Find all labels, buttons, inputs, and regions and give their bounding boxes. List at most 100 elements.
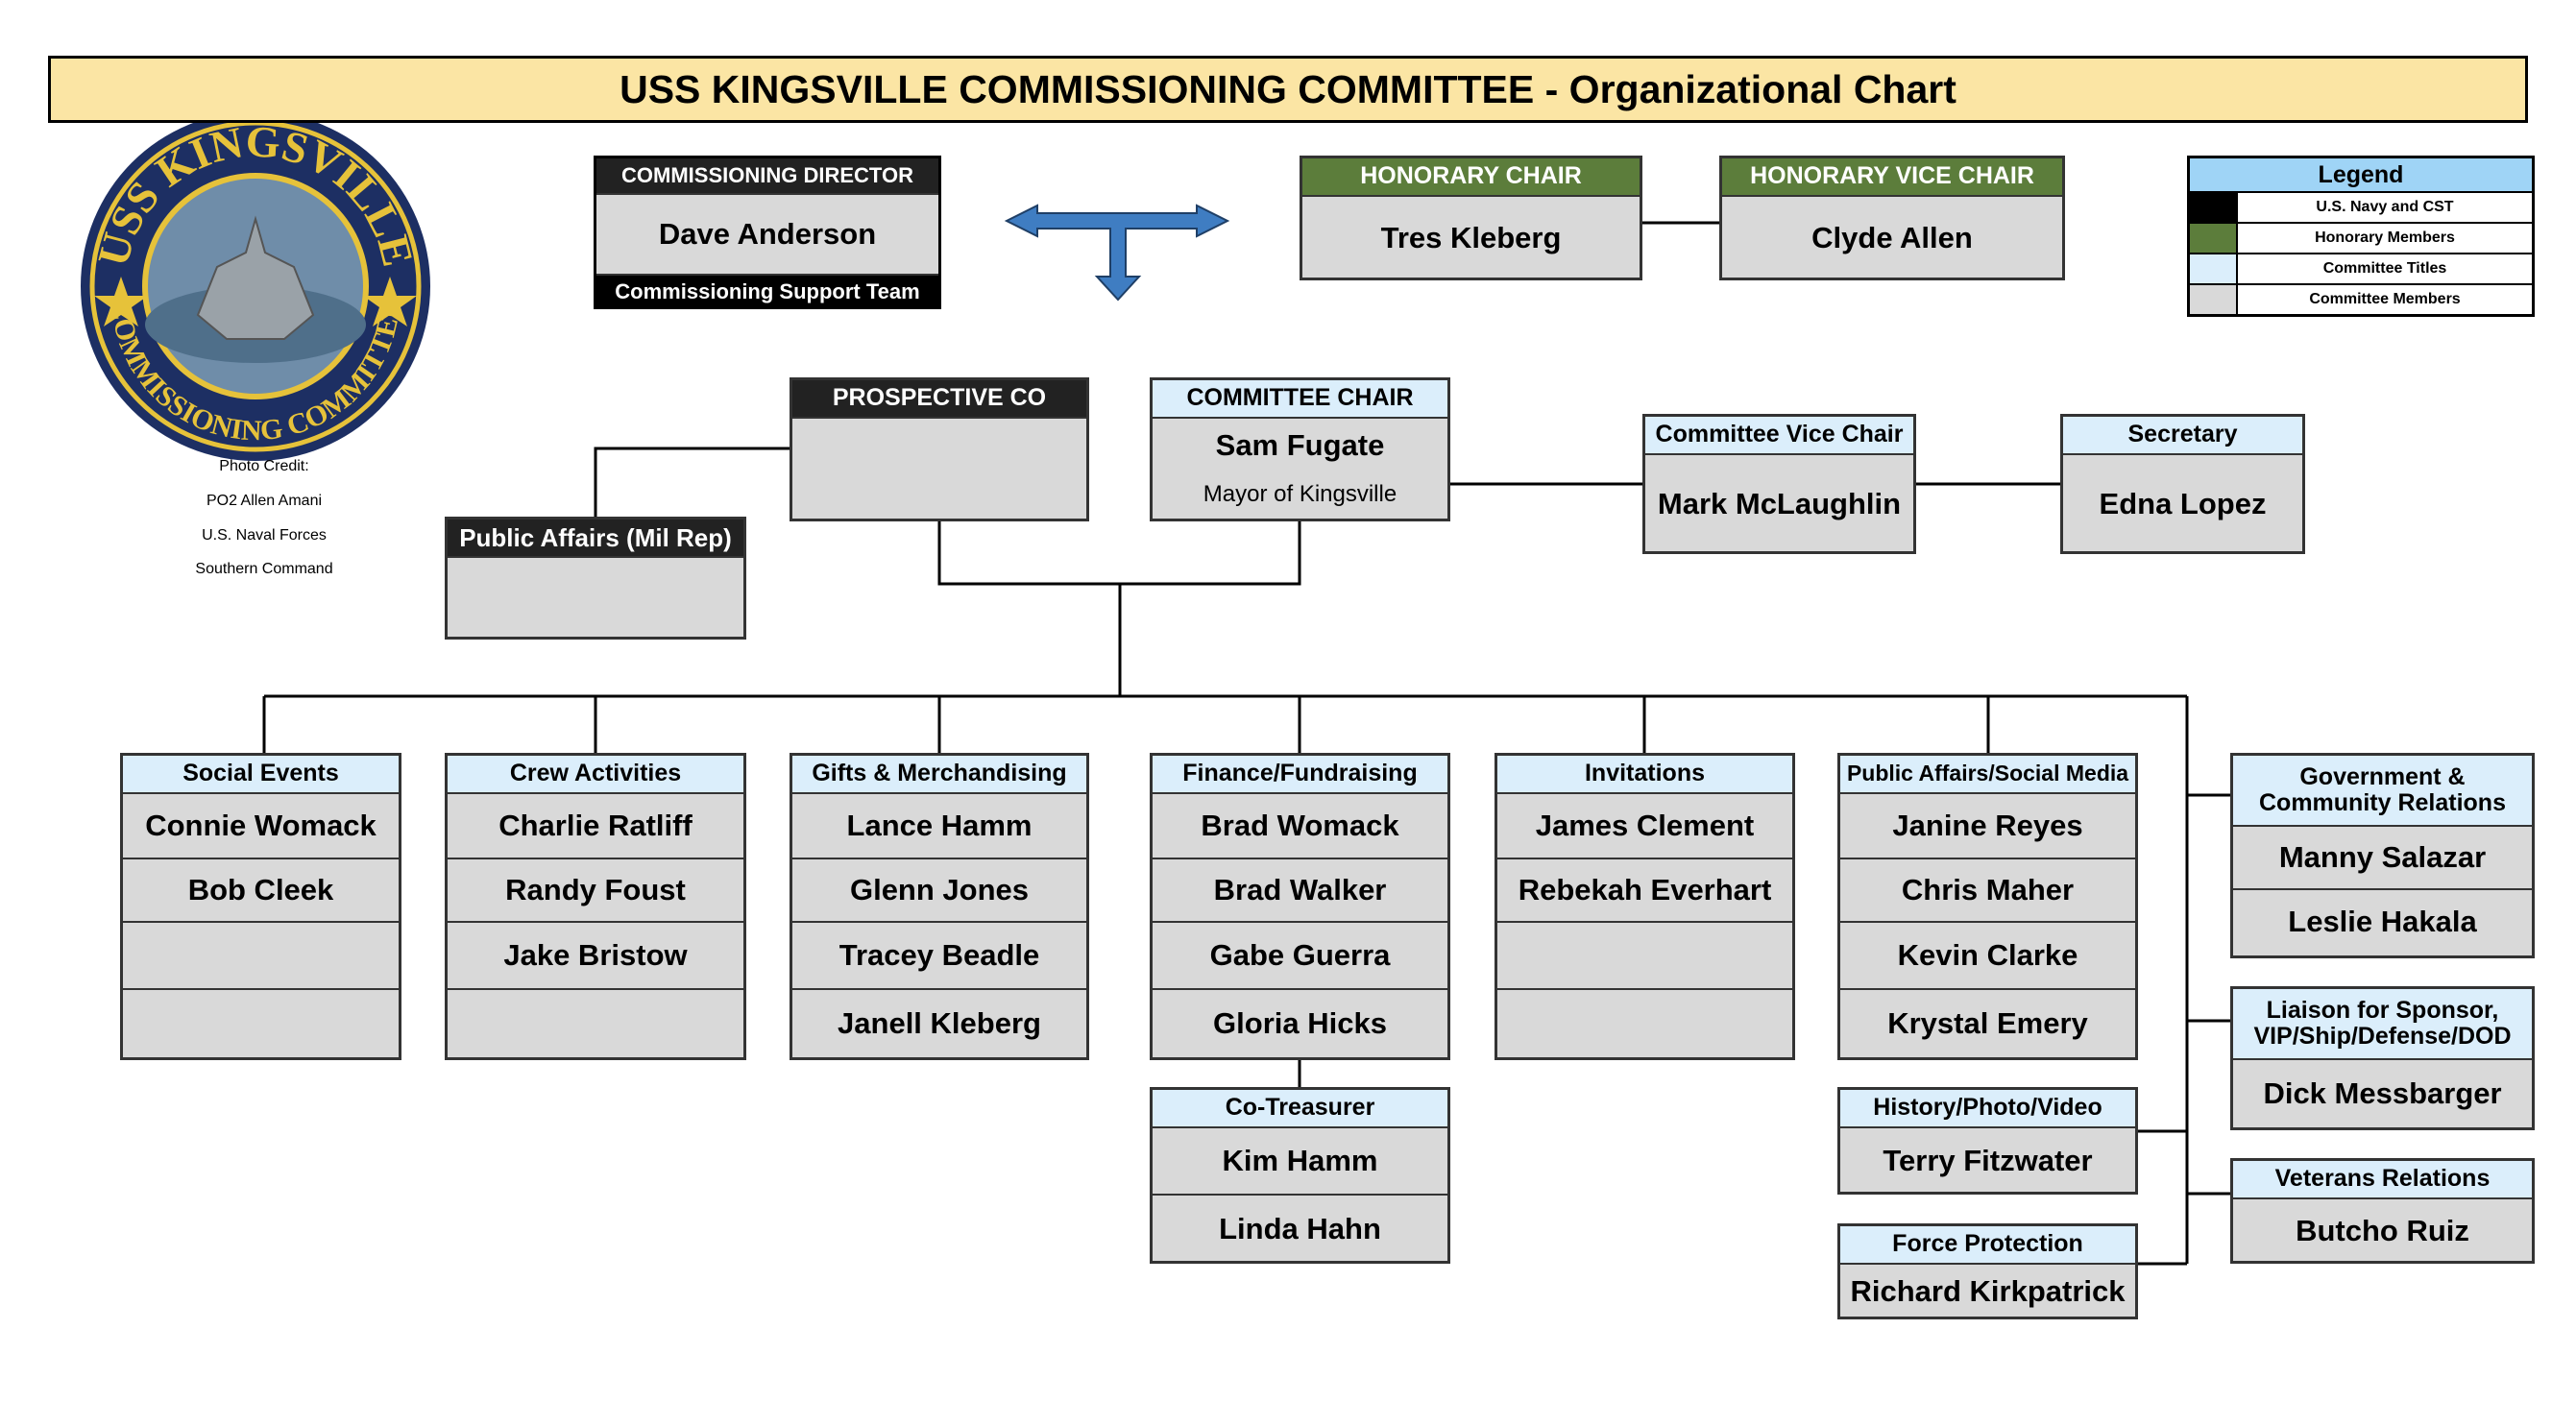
member-name: Dick Messbarger: [2263, 1076, 2502, 1110]
t-arrow-icon: [1004, 204, 1230, 302]
member-name: Richard Kirkpatrick: [1850, 1274, 2126, 1308]
member-name: [448, 990, 743, 1057]
commissioning-director-box: COMMISSIONING DIRECTOR Dave Anderson Com…: [594, 156, 941, 309]
box-title-line: Liaison for Sponsor,: [2266, 996, 2499, 1024]
member-name: Rebekah Everhart: [1497, 859, 1792, 923]
legend-label: U.S. Navy and CST: [2316, 199, 2454, 215]
box-title: Veterans Relations: [2233, 1161, 2532, 1199]
member-name: Lance Hamm: [792, 794, 1086, 859]
committee-box-invitations: Invitations James Clement Rebekah Everha…: [1495, 753, 1795, 1060]
legend-item: Committee Titles: [2190, 254, 2532, 285]
member-name: Brad Womack: [1153, 794, 1447, 859]
box-title: Committee Vice Chair: [1645, 417, 1913, 455]
committee-box-public-affairs-social: Public Affairs/Social Media Janine Reyes…: [1837, 753, 2138, 1060]
photo-credit-line: Photo Credit:: [219, 458, 309, 474]
committee-box-social-events: Social Events Connie Womack Bob Cleek: [120, 753, 401, 1060]
member-name: [123, 990, 399, 1057]
member-name: Gabe Guerra: [1153, 923, 1447, 990]
box-title: Force Protection: [1840, 1226, 2135, 1265]
member-name: Terry Fitzwater: [1883, 1144, 2093, 1177]
member-name: Janell Kleberg: [838, 1006, 1041, 1040]
legend-item: Honorary Members: [2190, 224, 2532, 254]
member-name: Kevin Clarke: [1840, 923, 2135, 990]
page-title: USS KINGSVILLE COMMISSIONING COMMITTEE -…: [48, 56, 2528, 123]
box-title: HONORARY CHAIR: [1302, 158, 1640, 197]
government-relations-box: Government & Community Relations Manny S…: [2230, 753, 2535, 958]
member-name: Edna Lopez: [2099, 487, 2267, 520]
logo-seal: USS KINGSVILLE COMMISSIONING COMMITTEE: [81, 111, 430, 461]
box-title: Secretary: [2063, 417, 2302, 455]
honorary-chair-box: HONORARY CHAIR Tres Kleberg: [1300, 156, 1642, 280]
legend-item: Committee Members: [2190, 285, 2532, 314]
box-title: Social Events: [123, 756, 399, 794]
member-name: Linda Hahn: [1219, 1212, 1381, 1245]
legend-swatch: [2190, 193, 2238, 222]
co-treasurer-box: Co-Treasurer Kim Hamm Linda Hahn: [1150, 1087, 1450, 1264]
box-title: Government & Community Relations: [2233, 756, 2532, 827]
photo-credit-line: PO2 Allen Amani: [206, 493, 323, 509]
member-name: [1497, 923, 1792, 990]
legend-swatch: [2190, 285, 2238, 314]
committee-box-crew-activities: Crew Activities Charlie Ratliff Randy Fo…: [445, 753, 746, 1060]
vice-chair-box: Committee Vice Chair Mark McLaughlin: [1642, 414, 1916, 554]
member-name: Chris Maher: [1840, 859, 2135, 923]
member-name: Butcho Ruiz: [2296, 1214, 2469, 1247]
box-title: Public Affairs (Mil Rep): [448, 520, 743, 558]
member-name: Krystal Emery: [1887, 1006, 2088, 1040]
history-photo-video-box: History/Photo/Video Terry Fitzwater: [1837, 1087, 2138, 1195]
box-title: Co-Treasurer: [1153, 1090, 1447, 1128]
member-name: [1497, 990, 1792, 1057]
legend-swatch: [2190, 254, 2238, 283]
member-name: Charlie Ratliff: [448, 794, 743, 859]
member-name: Gloria Hicks: [1213, 1006, 1387, 1040]
photo-credit-line: Southern Command: [195, 561, 333, 577]
legend-label: Honorary Members: [2315, 230, 2455, 246]
box-title: COMMISSIONING DIRECTOR: [596, 158, 938, 195]
box-title: Crew Activities: [448, 756, 743, 794]
box-title: Finance/Fundraising: [1153, 756, 1447, 794]
box-title: COMMITTEE CHAIR: [1153, 380, 1447, 419]
member-name: Tres Kleberg: [1380, 221, 1562, 254]
legend-label: Committee Members: [2309, 291, 2461, 307]
member-name: Dave Anderson: [596, 195, 938, 276]
photo-credit-line: U.S. Naval Forces: [202, 527, 327, 544]
committee-chair-box: COMMITTEE CHAIR Sam Fugate Mayor of King…: [1150, 377, 1450, 521]
member-name: Mark McLaughlin: [1657, 487, 1902, 520]
member-name: Jake Bristow: [448, 923, 743, 990]
member-name: Janine Reyes: [1840, 794, 2135, 859]
prospective-co-box: PROSPECTIVE CO: [790, 377, 1089, 521]
box-title: Liaison for Sponsor, VIP/Ship/Defense/DO…: [2233, 989, 2532, 1060]
member-name: Clyde Allen: [1811, 221, 1973, 254]
member-name: James Clement: [1497, 794, 1792, 859]
member-name: Leslie Hakala: [2288, 905, 2477, 938]
box-title-line: VIP/Ship/Defense/DOD: [2253, 1023, 2512, 1050]
member-name: Manny Salazar: [2233, 827, 2532, 890]
member-name: Brad Walker: [1153, 859, 1447, 923]
legend-swatch: [2190, 224, 2238, 253]
box-title: PROSPECTIVE CO: [792, 380, 1086, 419]
committee-box-gifts: Gifts & Merchandising Lance Hamm Glenn J…: [790, 753, 1089, 1060]
legend-label: Committee Titles: [2322, 260, 2447, 277]
member-name: Bob Cleek: [123, 859, 399, 923]
box-title: Gifts & Merchandising: [792, 756, 1086, 794]
honorary-vice-chair-box: HONORARY VICE CHAIR Clyde Allen: [1719, 156, 2065, 280]
secretary-box: Secretary Edna Lopez: [2060, 414, 2305, 554]
box-title-line: Government &: [2299, 762, 2466, 790]
legend-item: U.S. Navy and CST: [2190, 193, 2532, 224]
member-name: Tracey Beadle: [792, 923, 1086, 990]
member-name: Sam Fugate: [1215, 428, 1385, 462]
member-subtitle: Mayor of Kingsville: [1203, 481, 1397, 507]
member-name: Kim Hamm: [1153, 1128, 1447, 1196]
box-title-line: Community Relations: [2259, 789, 2506, 816]
legend-title: Legend: [2190, 158, 2532, 193]
box-title: History/Photo/Video: [1840, 1090, 2135, 1128]
committee-box-finance: Finance/Fundraising Brad Womack Brad Wal…: [1150, 753, 1450, 1060]
liaison-box: Liaison for Sponsor, VIP/Ship/Defense/DO…: [2230, 986, 2535, 1130]
member-name: Connie Womack: [123, 794, 399, 859]
member-name: Glenn Jones: [792, 859, 1086, 923]
box-title: Public Affairs/Social Media: [1840, 756, 2135, 794]
legend: Legend U.S. Navy and CST Honorary Member…: [2187, 156, 2535, 317]
box-footer: Commissioning Support Team: [596, 276, 938, 308]
public-affairs-mil-box: Public Affairs (Mil Rep): [445, 517, 746, 640]
